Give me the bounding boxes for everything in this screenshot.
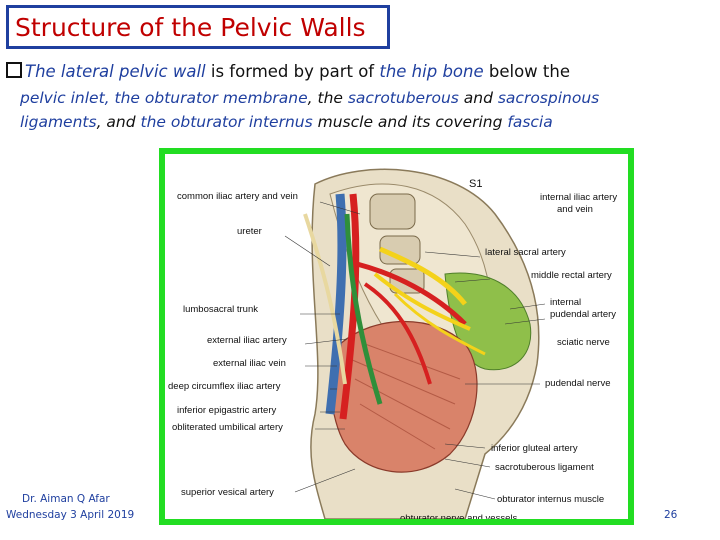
title-box: Structure of the Pelvic Walls <box>6 5 390 49</box>
label-inferior-gluteal: inferior gluteal artery <box>491 443 578 454</box>
text-span: , and <box>96 113 141 131</box>
text-span: , the <box>307 89 348 107</box>
term-sacrospinous: sacrospinous <box>497 89 600 107</box>
slide-title: Structure of the Pelvic Walls <box>15 12 366 42</box>
label-ureter: ureter <box>237 226 262 237</box>
label-deep-circumflex: deep circumflex iliac artery <box>168 381 281 392</box>
term-sacrotuberous: sacrotuberous <box>347 89 459 107</box>
label-internal-pudendal-2: pudendal artery <box>550 309 617 320</box>
anatomy-figure: common iliac artery and vein S1 internal… <box>159 148 634 525</box>
label-obturator-nerve: obturator nerve and vessels <box>400 513 518 524</box>
label-middle-rectal: middle rectal artery <box>531 270 612 281</box>
term-obturator-internus: the obturator internus <box>140 113 313 131</box>
label-internal-iliac-1: internal iliac artery <box>540 192 618 203</box>
label-sciatic: sciatic nerve <box>557 337 610 348</box>
checkbox-bullet-icon <box>6 62 22 78</box>
label-internal-iliac-2: and vein <box>557 204 593 215</box>
label-external-iliac-vein: external iliac vein <box>213 358 286 369</box>
text-span: is formed by part of <box>205 62 380 81</box>
footer-date: Wednesday 3 April 2019 <box>6 509 135 521</box>
label-external-iliac-artery: external iliac artery <box>207 335 287 346</box>
text-span: muscle and its covering <box>312 113 508 131</box>
intro-paragraph: pelvic inlet, the obturator membrane, th… <box>20 86 710 134</box>
label-inferior-epigastric: inferior epigastric artery <box>177 405 277 416</box>
label-internal-pudendal-1: internal <box>550 297 582 308</box>
term-hip-bone: the hip bone <box>379 62 484 81</box>
label-pudendal-nerve: pudendal nerve <box>545 378 611 389</box>
intro-line-2: pelvic inlet, the obturator membrane, th… <box>20 86 710 110</box>
label-lumbosacral: lumbosacral trunk <box>183 304 258 315</box>
label-lateral-sacral: lateral sacral artery <box>485 247 566 258</box>
label-obturator-internus: obturator internus muscle <box>497 494 605 505</box>
footer-author: Dr. Aiman Q Afar <box>22 493 110 505</box>
term-pelvic-inlet: pelvic inlet, <box>20 89 115 107</box>
text-span: below the <box>483 62 570 81</box>
text-span: and <box>458 89 498 107</box>
term-fascia: fascia <box>507 113 553 131</box>
label-s1: S1 <box>469 178 483 190</box>
term-obturator-membrane: the obturator membrane <box>114 89 308 107</box>
intro-line-3: ligaments, and the obturator internus mu… <box>20 110 710 134</box>
term-ligaments: ligaments <box>20 113 97 131</box>
term-lateral-wall: The lateral pelvic wall <box>25 62 206 81</box>
label-superior-vesical: superior vesical artery <box>181 487 274 498</box>
pelvic-wall-illustration <box>284 168 546 519</box>
page-number: 26 <box>664 509 678 521</box>
intro-line-1: The lateral pelvic wall is formed by par… <box>6 60 716 84</box>
label-obliterated-umbilical: obliterated umbilical artery <box>172 422 283 433</box>
label-common-iliac: common iliac artery and vein <box>177 191 298 202</box>
label-sacrotuberous-ligament: sacrotuberous ligament <box>495 462 594 473</box>
